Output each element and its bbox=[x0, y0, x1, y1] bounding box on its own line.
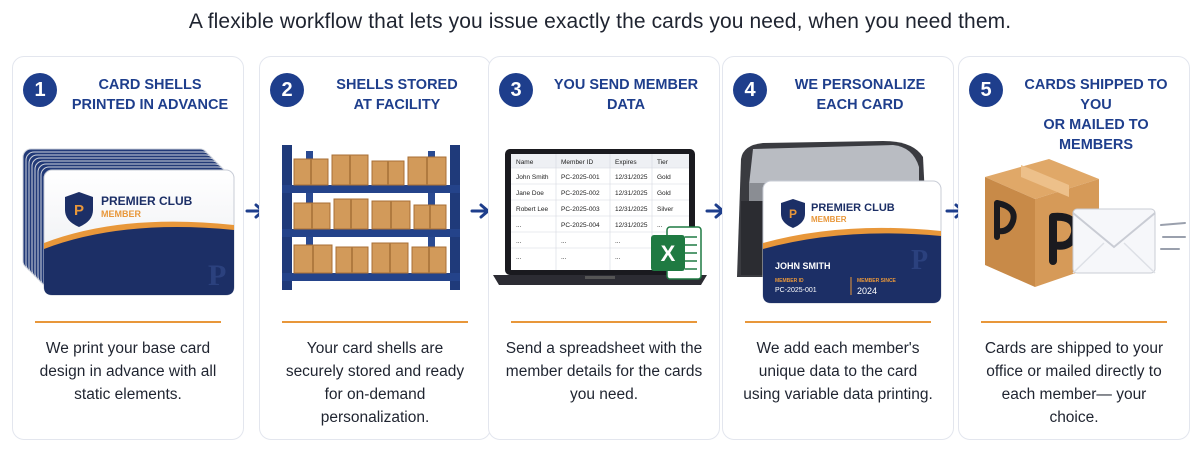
sheet-cell: Jane Doe bbox=[516, 190, 544, 197]
sheet-cell: PC-2025-004 bbox=[561, 222, 600, 229]
card-member-since-label: MEMBER SINCE bbox=[857, 278, 897, 284]
step-5-description: Cards are shipped to your office or mail… bbox=[984, 340, 1164, 426]
printer-illustration: P PREMIER CLUB MEMBER JOHN SMITH MEMBER … bbox=[737, 141, 942, 304]
sheet-cell: Robert Lee bbox=[516, 206, 549, 213]
card-logo-letter: P bbox=[74, 202, 84, 219]
step-4-panel: 4 WE PERSONALIZE EACH CARD P PREMIER CLU… bbox=[722, 56, 954, 440]
step-4-title: WE PERSONALIZE EACH CARD bbox=[794, 77, 926, 113]
boxes bbox=[293, 154, 447, 274]
step-3-badge: 3 bbox=[499, 73, 533, 107]
sheet-cell: ... bbox=[657, 222, 663, 229]
card-brand-sub: MEMBER bbox=[811, 215, 847, 224]
card-member-since: 2024 bbox=[857, 286, 877, 296]
step-1-description: We print your base card design in advanc… bbox=[39, 340, 217, 403]
card-watermark: P bbox=[911, 245, 928, 276]
step-1-panel: 1 CARD SHELLS PRINTED IN ADVANCE bbox=[12, 56, 244, 440]
step-4-badge: 4 bbox=[733, 73, 767, 107]
sheet-header-1: Member ID bbox=[561, 159, 593, 166]
step-3-title: YOU SEND MEMBER DATA bbox=[553, 77, 699, 113]
sheet-cell: ... bbox=[561, 238, 567, 245]
envelope-icon bbox=[1072, 208, 1156, 274]
card-brand-sub: MEMBER bbox=[101, 209, 141, 219]
step-3-divider bbox=[511, 321, 697, 323]
sheet-cell: Gold bbox=[657, 190, 671, 197]
step-5-title: CARDS SHIPPED TO YOU OR MAILED TO MEMBER… bbox=[1024, 77, 1168, 153]
step-1-divider bbox=[35, 321, 221, 323]
excel-icon: X bbox=[651, 226, 702, 280]
sheet-cell: ... bbox=[516, 254, 522, 261]
sheet-cell: ... bbox=[561, 254, 567, 261]
step-3-description: Send a spreadsheet with the member detai… bbox=[505, 340, 703, 403]
card-stack-illustration: P PREMIER CLUB MEMBER P bbox=[22, 148, 235, 296]
personalized-card: P PREMIER CLUB MEMBER JOHN SMITH MEMBER … bbox=[762, 180, 942, 304]
sheet-header-2: Expires bbox=[615, 159, 637, 166]
sheet-cell: PC-2025-002 bbox=[561, 190, 600, 197]
sheet-cell: 12/31/2025 bbox=[615, 206, 648, 213]
card-member-id: PC-2025-001 bbox=[775, 287, 817, 294]
headline: A flexible workflow that lets you issue … bbox=[188, 10, 1012, 33]
sheet-cell: ... bbox=[516, 222, 522, 229]
step-2-description: Your card shells are securely stored and… bbox=[285, 340, 465, 426]
step-4-divider bbox=[745, 321, 931, 323]
card-logo-letter: P bbox=[789, 207, 797, 221]
sheet-cell: 12/31/2025 bbox=[615, 174, 648, 181]
card-member-id-label: MEMBER ID bbox=[775, 278, 804, 284]
step-2-title: SHELLS STORED AT FACILITY bbox=[336, 77, 458, 113]
shelf-illustration bbox=[282, 145, 460, 290]
step-5-panel: 5 CARDS SHIPPED TO YOU OR MAILED TO MEMB… bbox=[958, 56, 1190, 440]
step-3-panel: 3 YOU SEND MEMBER DATA Name Member ID Ex… bbox=[488, 56, 720, 440]
laptop-icon: Name Member ID Expires Tier John Smith P… bbox=[493, 149, 707, 285]
sheet-cell: ... bbox=[615, 238, 621, 245]
card-watermark: P bbox=[208, 259, 226, 292]
sheet-cell: 12/31/2025 bbox=[615, 222, 648, 229]
sheet-cell: ... bbox=[615, 254, 621, 261]
sheet-header-3: Tier bbox=[657, 159, 669, 166]
step-1-badge: 1 bbox=[23, 73, 57, 107]
step-1-title: CARD SHELLS PRINTED IN ADVANCE bbox=[71, 77, 229, 113]
card-brand-name: PREMIER CLUB bbox=[811, 202, 895, 214]
spreadsheet-table: Name Member ID Expires Tier John Smith P… bbox=[511, 154, 689, 270]
step-4-description: We add each member's unique data to the … bbox=[743, 340, 933, 403]
sheet-cell: PC-2025-003 bbox=[561, 206, 600, 213]
sheet-cell: Silver bbox=[657, 206, 674, 213]
sheet-cell: 12/31/2025 bbox=[615, 190, 648, 197]
step-2-panel: 2 SHELLS STORED AT FACILITY bbox=[259, 56, 491, 440]
front-card: P PREMIER CLUB MEMBER P bbox=[43, 169, 235, 296]
sheet-cell: Gold bbox=[657, 174, 671, 181]
sheet-header-0: Name bbox=[516, 159, 534, 166]
sheet-cell: ... bbox=[516, 238, 522, 245]
card-brand-name: PREMIER CLUB bbox=[101, 194, 193, 208]
step-5-badge: 5 bbox=[969, 73, 1003, 107]
sheet-cell: John Smith bbox=[516, 174, 549, 181]
step-2-divider bbox=[282, 321, 468, 323]
shipping-illustration bbox=[985, 159, 1186, 287]
step-2-badge: 2 bbox=[270, 73, 304, 107]
excel-letter: X bbox=[661, 241, 676, 266]
card-member-name: JOHN SMITH bbox=[775, 261, 831, 271]
step-5-divider bbox=[981, 321, 1167, 323]
sheet-cell: PC-2025-001 bbox=[561, 174, 600, 181]
